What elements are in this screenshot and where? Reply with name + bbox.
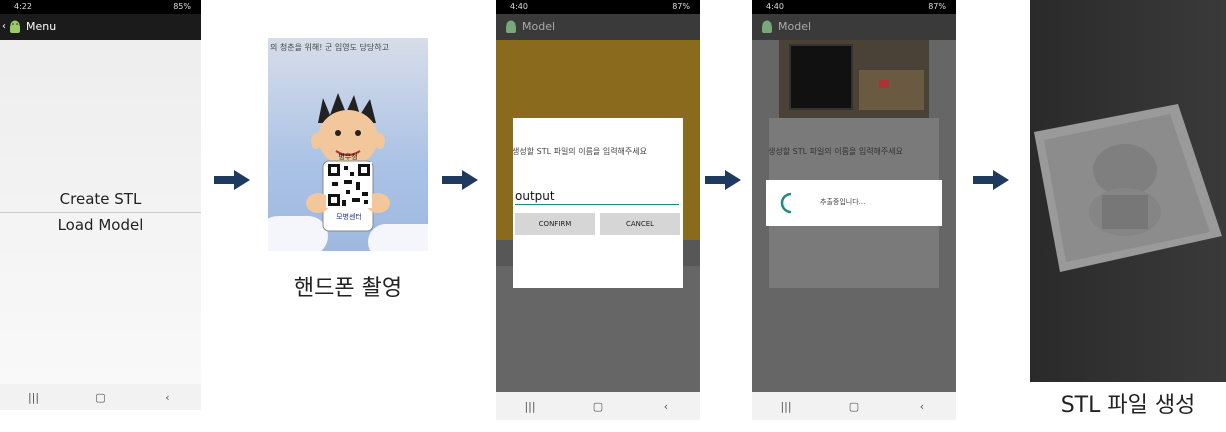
cloud — [368, 224, 428, 251]
back-icon[interactable]: ‹ — [2, 21, 6, 32]
cloud — [268, 216, 328, 251]
app-bar: Model — [752, 14, 956, 40]
file-name-input[interactable]: output — [515, 189, 679, 205]
poster-badge-top: 병무청 — [338, 153, 358, 161]
arrow-right-icon — [973, 170, 1009, 190]
poster-top-text: 의 청춘을 위해! 군 입영도 당당하고 — [270, 43, 389, 52]
back-nav-icon[interactable]: ‹ — [919, 399, 925, 413]
poster-badge-bottom: 모병센터 — [328, 212, 370, 222]
status-time: 4:40 — [510, 2, 528, 11]
stl-render-view — [1030, 0, 1226, 382]
extracting-screen: 4:40 87% Model 생성할 STL 파일의 이름을 입력해주세요 추출… — [752, 0, 956, 420]
qr-code — [326, 162, 372, 208]
stl-model — [1034, 104, 1222, 272]
progress-dialog: 추출중입니다... — [766, 180, 942, 226]
status-bar: 4:40 87% — [752, 0, 956, 14]
status-time: 4:40 — [766, 2, 784, 11]
camera-preview — [779, 40, 929, 118]
recent-apps-icon[interactable]: ||| — [524, 399, 536, 413]
nav-bar: ||| ▢ ‹ — [0, 384, 201, 410]
arrow-right-icon — [442, 170, 478, 190]
cancel-button[interactable]: CANCEL — [600, 213, 680, 235]
poster-photo: 의 청춘을 위해! 군 입영도 당당하고 병무청 모병센터 — [268, 38, 428, 251]
shelf — [859, 70, 924, 110]
progress-text: 추출중입니다... — [820, 198, 866, 206]
android-icon — [762, 20, 772, 33]
recent-apps-icon[interactable]: ||| — [27, 390, 40, 404]
status-time: 4:22 — [14, 2, 32, 11]
caption-stl-created: STL 파일 생성 — [1060, 393, 1196, 418]
red-object — [879, 80, 889, 88]
caption-phone-capture: 핸드폰 촬영 — [293, 276, 403, 301]
status-bar: 4:22 85% — [0, 0, 201, 14]
menu-screen: 4:22 85% ‹ Menu Create STL Load Model ||… — [0, 0, 201, 410]
back-nav-icon[interactable]: ‹ — [663, 399, 669, 413]
battery-indicator: 85% — [173, 2, 191, 11]
status-bar: 4:40 87% — [496, 0, 700, 14]
dialog-message: 생성할 STL 파일의 이름을 입력해주세요 — [768, 147, 903, 156]
arrow-right-icon — [214, 170, 250, 190]
nav-bar: ||| ▢ ‹ — [752, 392, 956, 420]
android-icon — [506, 20, 516, 33]
name-dialog: 생성할 STL 파일의 이름을 입력해주세요 output CONFIRM CA… — [512, 118, 683, 288]
home-icon[interactable]: ▢ — [95, 390, 106, 404]
battery-indicator: 87% — [928, 2, 946, 11]
stl-name-screen: 4:40 87% Model 생성할 STL 파일의 이름을 입력해주세요 ou… — [496, 0, 700, 420]
back-nav-icon[interactable]: ‹ — [165, 390, 170, 404]
nav-bar: ||| ▢ ‹ — [496, 392, 700, 420]
arrow-right-icon — [705, 170, 741, 190]
app-bar: Model — [496, 14, 700, 40]
app-title: Menu — [26, 20, 57, 33]
android-icon — [10, 20, 20, 33]
recent-apps-icon[interactable]: ||| — [780, 399, 792, 413]
app-bar: ‹ Menu — [0, 14, 201, 40]
dialog-message: 생성할 STL 파일의 이름을 입력해주세요 — [512, 147, 647, 156]
load-model-button[interactable]: Load Model — [57, 216, 144, 234]
app-title: Model — [522, 20, 556, 33]
create-stl-button[interactable]: Create STL — [0, 190, 201, 213]
monitor — [789, 44, 853, 110]
confirm-button[interactable]: CONFIRM — [515, 213, 595, 235]
app-title: Model — [778, 20, 812, 33]
loading-spinner-icon — [780, 192, 792, 214]
battery-indicator: 87% — [672, 2, 690, 11]
home-icon[interactable]: ▢ — [592, 399, 604, 413]
home-icon[interactable]: ▢ — [848, 399, 860, 413]
